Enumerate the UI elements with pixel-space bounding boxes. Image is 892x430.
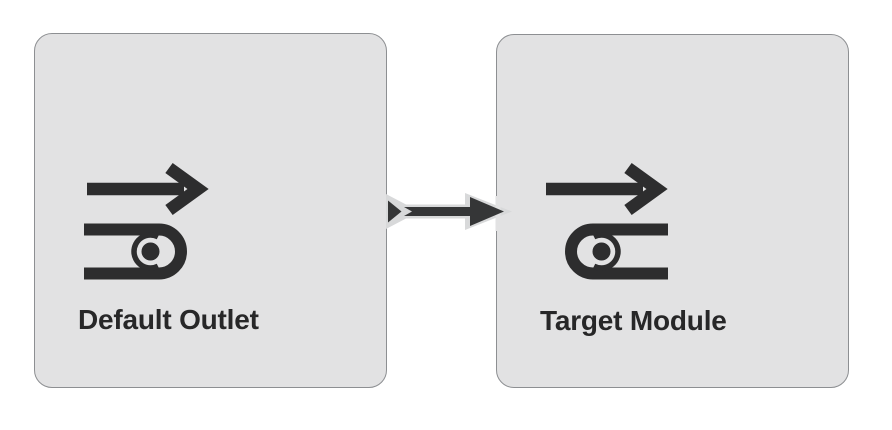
node-target-module[interactable]: Target Module (496, 34, 849, 388)
module-inlet-arrow-icon (546, 162, 668, 280)
outlet-arrow-icon (84, 162, 209, 280)
node-default-outlet[interactable]: Default Outlet (34, 33, 387, 388)
source-port-icon (388, 200, 402, 223)
node-label-default-outlet: Default Outlet (78, 304, 259, 335)
arrowhead-icon (470, 197, 504, 226)
node-label-target-module: Target Module (540, 305, 727, 336)
